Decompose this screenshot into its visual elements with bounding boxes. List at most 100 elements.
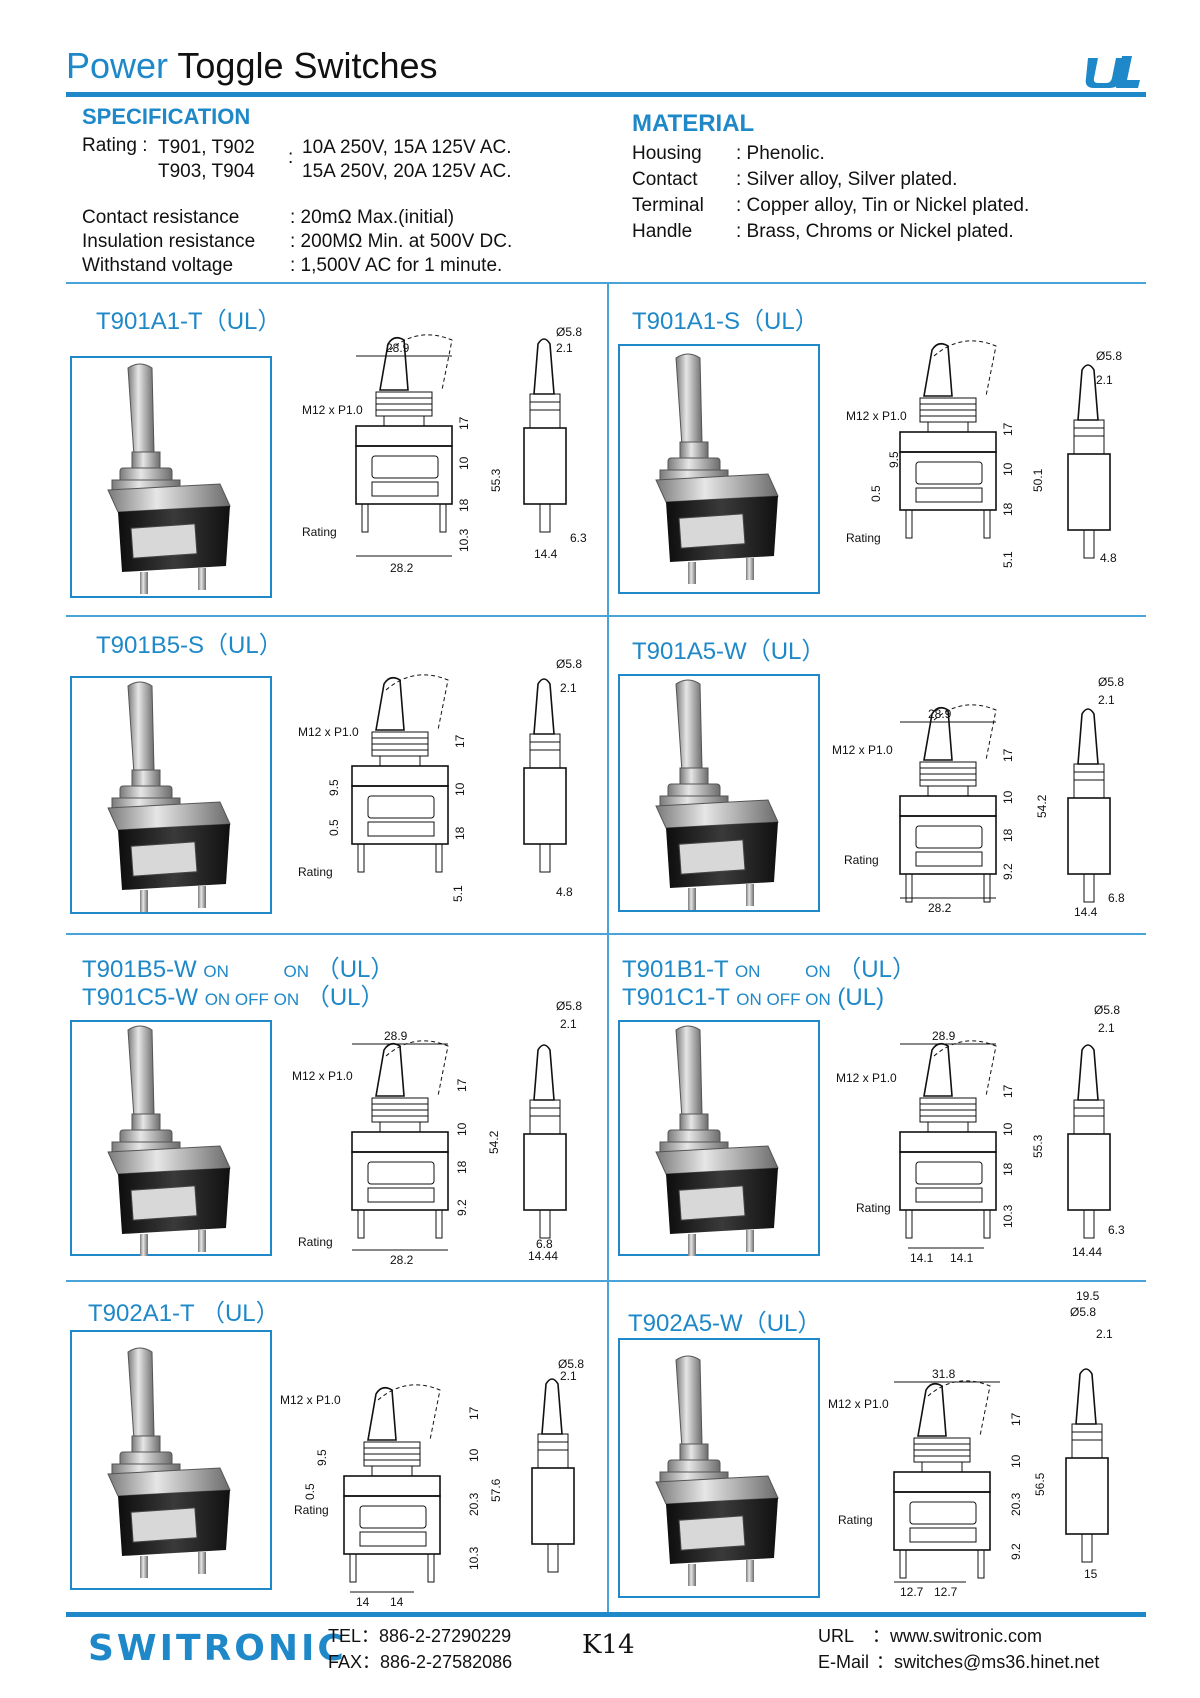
grid-hline [66, 615, 1146, 617]
rating-value-2: 15A 250V, 20A 125V AC. [302, 161, 512, 182]
dim-label: 10.3 [1001, 1204, 1015, 1228]
thread-label: M12 x P1.0 [302, 403, 363, 417]
thread-label: M12 x P1.0 [292, 1069, 353, 1083]
dim-label: 10 [457, 456, 471, 470]
dim-label: 56.5 [1033, 1472, 1047, 1496]
rating-callout: Rating [298, 865, 333, 879]
product-title: T901A1-S（UL） [632, 308, 819, 335]
rating-value-1: 10A 250V, 15A 125V AC. [302, 137, 512, 158]
dim-label: 17 [455, 1078, 469, 1092]
material-row-value: : Copper alloy, Tin or Nickel plated. [736, 195, 1030, 216]
dim-label: 2.1 [1096, 1327, 1113, 1341]
header-rule [66, 92, 1146, 97]
page-title: Power Toggle Switches [66, 46, 438, 86]
dim-label: 18 [457, 498, 471, 512]
thread-label: M12 x P1.0 [836, 1071, 897, 1085]
state: ON [203, 962, 229, 981]
dim-label: 10 [1001, 790, 1015, 804]
dim-label: 6.3 [570, 531, 587, 545]
dim-label: 14 [390, 1595, 404, 1609]
rating-callout: Rating [856, 1201, 891, 1215]
url: ：www.switronic.com [872, 1626, 1043, 1646]
rating-callout: Rating [846, 531, 881, 545]
dim-label: Ø5.8 [1098, 675, 1124, 689]
email-label: E-Mail [818, 1652, 870, 1672]
dim-label: Ø5.8 [1094, 1003, 1120, 1017]
rating-models-1: T901, T902 [158, 137, 255, 158]
dim-label: Ø5.8 [556, 999, 582, 1013]
rating-separator: : [288, 147, 294, 168]
dim-label: 2.1 [560, 1017, 577, 1031]
state: ON OFF ON [736, 990, 831, 1009]
spec-row-value: : 200MΩ Min. at 500V DC. [290, 231, 513, 252]
dim-label: 10 [455, 1122, 469, 1136]
title-rest: Toggle Switches [168, 45, 438, 86]
thread-label: M12 x P1.0 [828, 1397, 889, 1411]
state: ON [734, 962, 761, 981]
dim-label: 2.1 [560, 681, 577, 695]
dim-label: 14 [356, 1595, 370, 1609]
dim-label: 10.3 [457, 528, 471, 552]
dim-label: 9.2 [1009, 1543, 1023, 1560]
model: T901B5-W [82, 956, 197, 983]
dim-label: 10 [453, 782, 467, 796]
dim-label: 15 [1084, 1567, 1098, 1581]
dim-label: 19.5 [1076, 1289, 1100, 1303]
product-title: T901C5-W ON OFF ON （UL） [82, 984, 385, 1014]
dim-label: 4.8 [556, 885, 573, 899]
material-row-value: : Phenolic. [736, 143, 825, 164]
dim-label: 14.44 [528, 1249, 558, 1263]
material-row-label: Terminal [632, 195, 704, 216]
product-title: T901B5-W ON ON （UL） [82, 956, 394, 986]
state: ON [283, 962, 310, 981]
url-label: URL [818, 1626, 855, 1646]
material-row-value: : Silver alloy, Silver plated. [736, 169, 958, 190]
spec-row-value: : 20mΩ Max.(initial) [290, 207, 455, 228]
spec-heading: SPECIFICATION [82, 104, 251, 129]
dim-label: Ø5.8 [556, 325, 582, 339]
dim-label: 17 [457, 416, 471, 430]
dim-label: 12.7 [934, 1585, 958, 1599]
grid-hline [66, 1280, 1146, 1282]
spec-row-label: Withstand voltage [82, 255, 234, 276]
dim-label: 57.6 [489, 1478, 503, 1502]
dim-label: 28.9 [384, 1029, 408, 1043]
ul: （UL） [305, 984, 385, 1011]
model: T901C1-T [622, 984, 730, 1011]
dim-label: 0.5 [327, 819, 341, 836]
dim-label: 2.1 [560, 1369, 577, 1383]
rating-models-2: T903, T904 [158, 161, 255, 182]
dim-label: 14.1 [910, 1251, 934, 1265]
dim-label: 54.2 [1035, 794, 1049, 818]
dim-label: 28.2 [928, 901, 952, 915]
dim-label: 18 [1001, 1162, 1015, 1176]
dim-label: 17 [1001, 748, 1015, 762]
thread-label: M12 x P1.0 [298, 725, 359, 739]
ul: （UL） [837, 956, 916, 983]
thread-label: M12 x P1.0 [846, 409, 907, 423]
dim-label: 18 [453, 826, 467, 840]
product-title: T902A1-T （UL） [88, 1300, 280, 1327]
dim-label: Ø5.8 [556, 657, 582, 671]
dim-label: 10 [1009, 1454, 1023, 1468]
dim-label: 18 [1001, 502, 1015, 516]
dim-label: 14.4 [534, 547, 558, 561]
grid-hline [66, 282, 1146, 284]
material-row-label: Housing [632, 143, 702, 164]
dim-label: 14.4 [1074, 905, 1098, 919]
dim-label: 2.1 [1096, 373, 1113, 387]
rating-callout: Rating [302, 525, 337, 539]
ul: （UL） [315, 956, 395, 983]
dim-label: 28.9 [928, 707, 952, 721]
rating-callout: Rating [294, 1503, 329, 1517]
product-title: T901B5-S（UL） [96, 632, 283, 659]
dim-label: 17 [1001, 1084, 1015, 1098]
product-title: T901A5-W（UL） [632, 638, 826, 665]
title-accent: Power [66, 45, 169, 86]
dim-label: 10 [467, 1448, 481, 1462]
spec-row-label: Insulation resistance [82, 231, 256, 252]
dim-label: 28.2 [390, 561, 414, 575]
dim-label: Ø5.8 [1070, 1305, 1096, 1319]
product-title: T902A5-W（UL） [628, 1310, 822, 1337]
